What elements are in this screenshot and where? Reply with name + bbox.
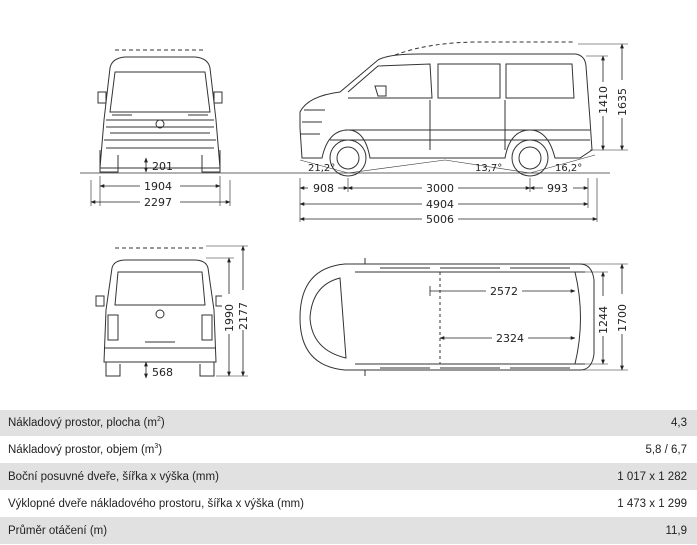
spec-row-tailgate: Výklopné dveře nákladového prostoru, šíř…: [0, 491, 697, 518]
spec-label: Nákladový prostor, plocha (m2): [8, 416, 165, 429]
spec-value: 5,8 / 6,7: [645, 444, 687, 456]
dim-cargo-length: 2572: [490, 285, 518, 298]
spec-row-cargo-area: Nákladový prostor, plocha (m2) 4,3: [0, 410, 697, 437]
dim-front-clearance: 201: [152, 160, 173, 173]
spec-label: Průměr otáčení (m): [8, 525, 108, 537]
dim-cargo-length-floor: 2324: [496, 332, 524, 345]
top-view: [299, 258, 595, 376]
dim-ramp-angle: 13,7°: [475, 163, 502, 174]
spec-label: Boční posuvné dveře, šířka x výška (mm): [8, 471, 219, 483]
dim-front-overhang: 908: [313, 182, 334, 195]
spec-label: Nákladový prostor, objem (m3): [8, 443, 163, 456]
spec-row-turning-circle: Průměr otáčení (m) 11,9: [0, 518, 697, 545]
dim-side-height-total: 1635: [616, 88, 629, 116]
spec-label: Výklopné dveře nákladového prostoru, šíř…: [8, 498, 304, 510]
spec-value: 1 473 x 1 299: [617, 498, 687, 510]
spec-row-sliding-door: Boční posuvné dveře, šířka x výška (mm) …: [0, 464, 697, 491]
dim-side-length: 4904: [426, 198, 454, 211]
dim-rear-height-total: 2177: [237, 302, 250, 330]
side-view: [299, 41, 593, 177]
spec-value: 4,3: [671, 417, 687, 429]
spec-row-cargo-volume: Nákladový prostor, objem (m3) 5,8 / 6,7: [0, 437, 697, 464]
vehicle-dimension-drawing: 201 1904 2297 21,2° 13,7° 16,2° 1410 163…: [80, 41, 629, 379]
dim-front-width-mirrors: 2297: [144, 196, 172, 209]
dim-wheelbase: 3000: [426, 182, 454, 195]
dim-rear-overhang: 993: [547, 182, 568, 195]
rear-view: [95, 247, 225, 377]
dim-rear-step: 568: [152, 366, 173, 379]
dim-front-width: 1904: [144, 180, 172, 193]
dim-rear-angle: 16,2°: [555, 163, 582, 174]
spec-table: Nákladový prostor, plocha (m2) 4,3 Nákla…: [0, 410, 697, 545]
dim-rear-height: 1990: [223, 304, 236, 332]
dim-side-height: 1410: [597, 86, 610, 114]
dim-cargo-width: 1244: [597, 306, 610, 334]
front-view: [97, 49, 223, 173]
dim-front-angle: 21,2°: [308, 163, 335, 174]
spec-value: 11,9: [665, 525, 687, 537]
dim-cargo-width-total: 1700: [616, 304, 629, 332]
spec-value: 1 017 x 1 282: [617, 471, 687, 483]
dim-side-length-total: 5006: [426, 213, 454, 226]
